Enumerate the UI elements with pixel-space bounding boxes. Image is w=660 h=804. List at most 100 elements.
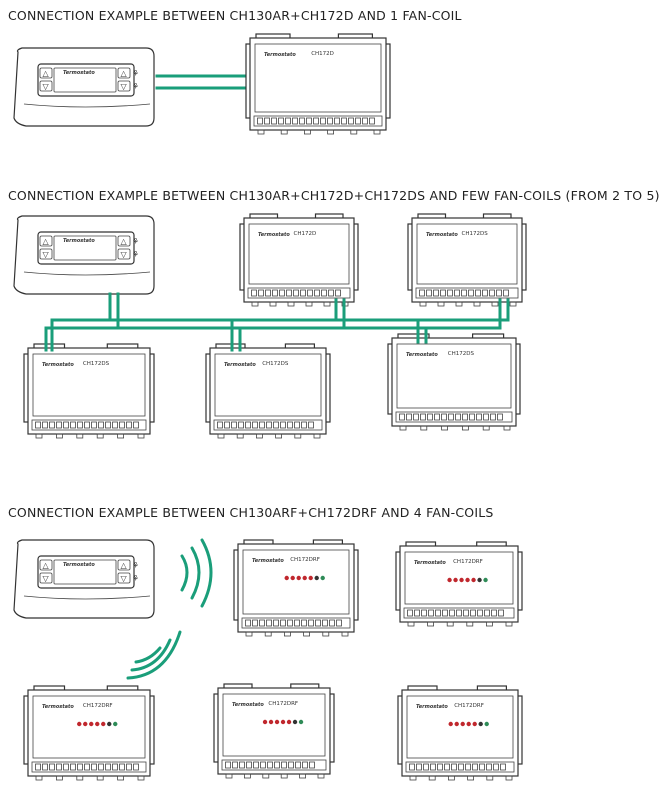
terminal-screw [421,609,427,617]
right-up-button[interactable] [117,67,131,79]
module-foot [264,631,272,637]
module-panel [32,353,146,417]
model-label: CH172DRF [290,557,320,563]
terminal-screw [239,761,245,769]
terminal-screw [126,763,132,771]
status-led [454,721,459,727]
module-panel [222,693,326,757]
terminal-screw [245,421,251,429]
terminal-screw [454,289,460,297]
module-foot [137,433,145,439]
module-ch172drf: Termostato CH172DRF [233,539,359,637]
terminal-screw [273,421,279,429]
module-panel [242,549,350,615]
terminal-screw [264,117,270,125]
brand-logo: Termostato [414,560,446,566]
right-down-button[interactable] [117,572,131,584]
down-button[interactable] [39,80,53,92]
terminal-screw [462,413,468,421]
terminal-screw [294,619,300,627]
terminal-screw [285,117,291,125]
terminal-screw [355,117,361,125]
model-label: CH172DS [262,361,289,367]
right-up-button[interactable] [117,235,131,247]
module-foot [505,621,513,627]
status-led [107,721,112,727]
up-button[interactable] [39,67,53,79]
triangle-up-icon: △ [43,69,50,78]
terminal-strip [241,617,351,629]
status-led [302,575,307,581]
terminal-screw [430,763,436,771]
terminal-screw [301,619,307,627]
fan-icon: ⚘ [132,250,139,259]
down-button[interactable] [39,248,53,260]
terminal-screw [98,763,104,771]
fan-icon: ⚘ [132,237,139,246]
radio-wave [134,646,162,664]
up-button[interactable] [39,559,53,571]
terminal-screw [70,421,76,429]
thermostat-bezel-line [23,271,151,276]
terminal-screw [306,117,312,125]
terminal-screw [91,763,97,771]
terminal-screw [484,609,490,617]
terminal-screw [441,413,447,421]
status-led [472,721,477,727]
radio-wave [126,630,182,680]
status-led [113,721,118,727]
module-foot [117,433,124,439]
module-foot [280,773,288,779]
status-led [477,577,482,583]
terminal-screw [119,421,125,429]
terminal-screw [322,619,328,627]
module-panel [248,223,350,285]
terminal-screw [259,619,265,627]
terminal-screw [414,609,420,617]
brand-logo: Termostato [63,70,95,76]
status-led [95,721,100,727]
terminal-strip [403,607,515,619]
module-foot [303,631,310,637]
status-led [478,721,483,727]
thermostat-display-frame [37,63,135,97]
module-foot [217,433,225,439]
terminal-screw [265,289,271,297]
terminal-screw [490,413,496,421]
terminal-strip [395,411,513,423]
terminal-screw [341,117,347,125]
module-foot [441,425,448,431]
terminal-screw [348,117,354,125]
brand-logo: Termostato [252,558,284,564]
terminal-screw [465,763,471,771]
thermostat-ch130ar: Termostato△▽△▽⚘⚘ [13,215,155,295]
module-foot [245,631,253,637]
status-led [308,575,313,581]
terminal-screw [42,763,48,771]
module-foot [486,621,493,627]
module-foot [284,631,291,637]
model-label: CH172DS [448,351,475,357]
terminal-strip [247,287,351,299]
terminal-screw [84,421,90,429]
down-button[interactable] [39,572,53,584]
thermostat-ch130arf: Termostato△▽△▽⚘⚘ [13,539,155,619]
terminal-screw [35,763,41,771]
brand-logo: Termostato [258,232,290,238]
brand-logo: Termostato [63,562,95,568]
terminal-screw [314,289,320,297]
right-up-button[interactable] [117,559,131,571]
right-down-button[interactable] [117,248,131,260]
thermostat-display-frame [37,555,135,589]
terminal-screw [428,609,434,617]
thermostat-display [53,67,117,93]
right-down-button[interactable] [117,80,131,92]
terminal-screw [301,421,307,429]
up-button[interactable] [39,235,53,247]
status-led [453,577,458,583]
module-foot [323,301,331,307]
status-led [83,721,88,727]
terminal-screw [225,761,231,769]
